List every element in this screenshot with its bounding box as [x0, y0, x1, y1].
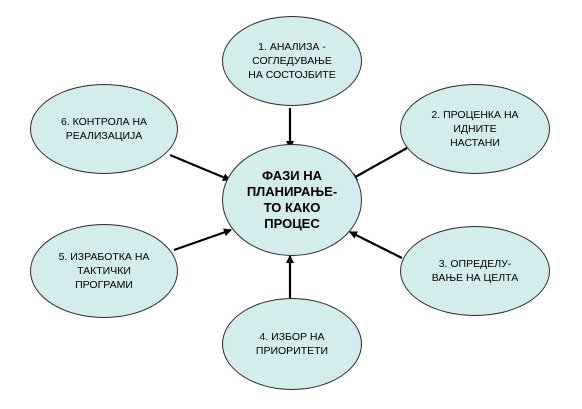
arrow-from-control [169, 153, 231, 182]
arrow-from-assessment [349, 147, 408, 181]
node-priorities: 4. ИЗБОР НА ПРИОРИТЕТИ [222, 298, 362, 390]
node-goal: 3. ОПРЕДЕЛУ- ВАЊЕ НА ЦЕЛТА [400, 226, 550, 316]
node-programs: 5. ИЗРАБОТКА НА ТАКТИЧКИ ПРОГРАМИ [30, 224, 178, 318]
node-center-title: ФАЗИ НА ПЛАНИРАЊЕ- ТО КАКО ПРОЦЕС [222, 144, 362, 256]
node-control: 6. КОНТРОЛА НА РЕАЛИЗАЦИЈА [30, 84, 178, 174]
node-assessment: 2. ПРОЦЕНКА НА ИДНИТЕ НАСТАНИ [400, 84, 550, 174]
node-analysis: 1. АНАЛИЗА - СОГЛЕДУВАЊЕ НА СОСТОЈБИТЕ [222, 16, 362, 106]
arrow-from-programs [173, 228, 232, 252]
arrow-from-goal [349, 231, 403, 259]
